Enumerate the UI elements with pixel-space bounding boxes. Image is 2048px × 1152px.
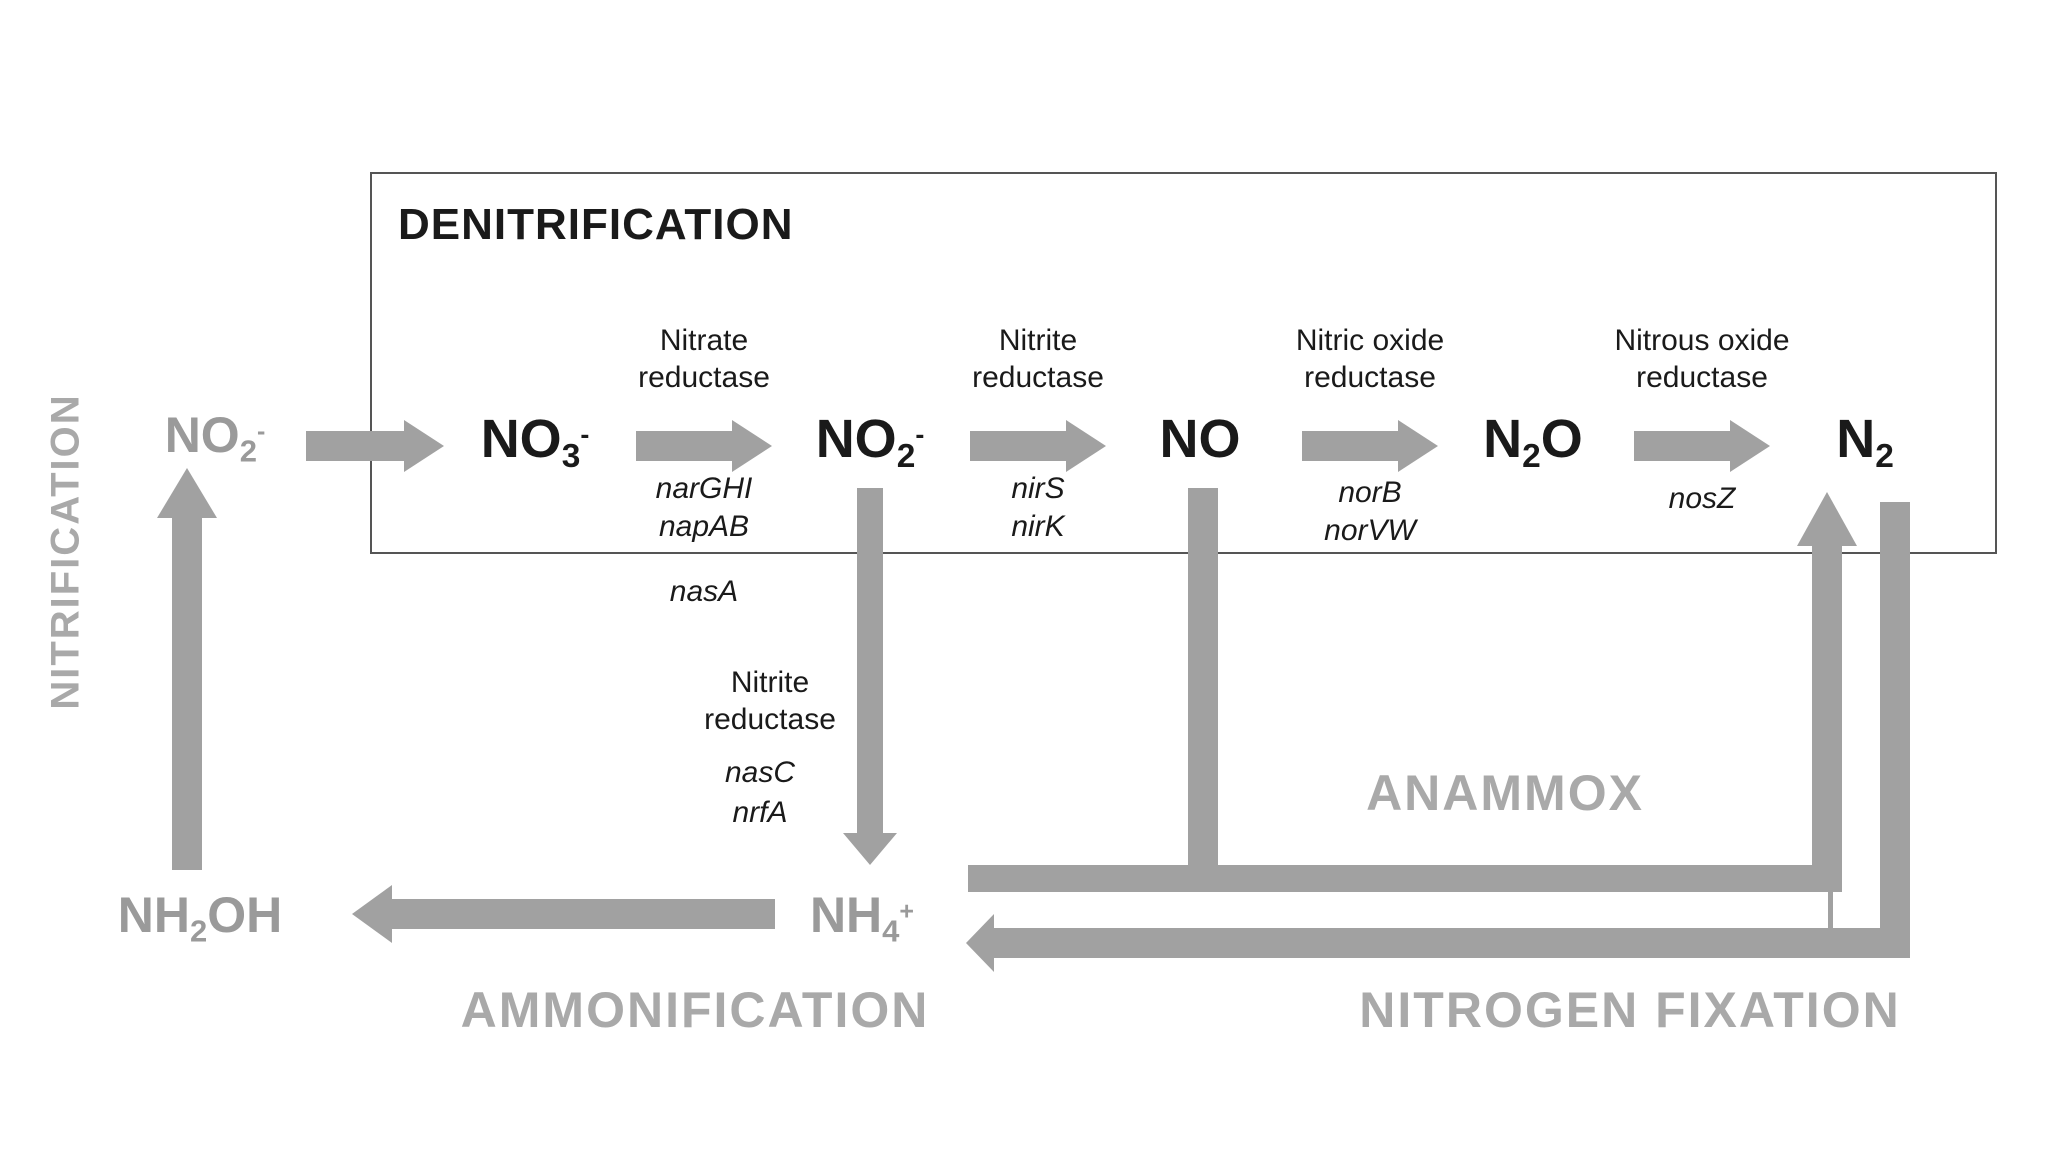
enzyme-nitrite-reductase: Nitrite reductase bbox=[972, 324, 1104, 394]
nitrogen-fixation-shaft bbox=[994, 928, 1910, 958]
species-nitrate: NO3- bbox=[480, 409, 590, 476]
species-dinitrogen: N2 bbox=[1836, 409, 1894, 476]
nitrification-label-text: NITRIFICATION bbox=[43, 392, 88, 710]
enzyme-nitrate-reductase: Nitrate reductase bbox=[638, 324, 770, 394]
anammox-bar bbox=[968, 865, 1842, 892]
denitrification-box bbox=[370, 172, 1997, 554]
arrow-nitrate-to-nitrite-shaft bbox=[636, 431, 732, 461]
species-nitric-oxide: NO bbox=[1159, 409, 1241, 469]
nitrification-arrow-shaft bbox=[172, 516, 202, 870]
gene-nasA: nasA bbox=[669, 575, 739, 608]
enzyme-nitrous-oxide-reductase: Nitrous oxide reductase bbox=[1614, 324, 1790, 394]
dnra-arrow-head bbox=[843, 833, 897, 865]
species-ammonium: NH4+ bbox=[809, 887, 915, 949]
denitrification-title: DENITRIFICATION bbox=[398, 200, 794, 249]
enzyme-nitric-oxide-reductase: Nitric oxide reductase bbox=[1295, 324, 1445, 394]
no-drop-bar bbox=[1188, 488, 1218, 866]
gene-narGHI: narGHI bbox=[655, 472, 753, 505]
arrow-n2o-to-n2-head bbox=[1730, 420, 1770, 472]
arrow-nitrite-gray-to-nitrate-head bbox=[404, 420, 444, 472]
ammonification-arrow-shaft bbox=[392, 899, 775, 929]
arrow-n2o-to-n2-shaft bbox=[1634, 431, 1730, 461]
gene-nirK: nirK bbox=[1011, 510, 1065, 543]
nitrification-arrow-head bbox=[157, 468, 217, 518]
arrow-nitrite-gray-to-nitrate-shaft bbox=[306, 431, 404, 461]
species-nitrite: NO2- bbox=[815, 409, 925, 476]
gene-nosZ: nosZ bbox=[1668, 482, 1736, 515]
arrow-nitrite-to-no-head bbox=[1066, 420, 1106, 472]
arrow-no-to-n2o-head bbox=[1398, 420, 1438, 472]
ammonification-arrow-head bbox=[352, 885, 392, 943]
gene-napAB: napAB bbox=[658, 510, 750, 543]
dnra-arrow-shaft bbox=[857, 488, 883, 833]
species-hydroxylamine: NH2OH bbox=[117, 887, 283, 949]
anammox-label: ANAMMOX bbox=[1366, 765, 1644, 821]
nitrification-label: NITRIFICATION bbox=[28, 388, 104, 714]
arrow-no-to-n2o-shaft bbox=[1302, 431, 1398, 461]
anammox-up-head bbox=[1797, 492, 1857, 546]
arrow-nitrite-to-no-shaft bbox=[970, 431, 1066, 461]
enzyme-nitrite-reductase-dnra: Nitrite reductase bbox=[704, 666, 836, 736]
gene-nasC: nasC bbox=[724, 756, 796, 789]
nitrogen-fixation-down-bar bbox=[1880, 502, 1910, 956]
arrow-nitrate-to-nitrite-head bbox=[732, 420, 772, 472]
species-nitrous-oxide: N2O bbox=[1483, 409, 1583, 476]
gene-nrfA: nrfA bbox=[732, 796, 788, 829]
species-nitrite-gray: NO2- bbox=[164, 407, 266, 469]
nitrogen-fixation-head bbox=[966, 914, 994, 972]
gene-norVW: norVW bbox=[1324, 514, 1416, 547]
anammox-up-shaft bbox=[1812, 544, 1842, 892]
gene-nirS: nirS bbox=[1011, 472, 1065, 505]
nitrogen-fixation-label: NITROGEN FIXATION bbox=[1359, 982, 1901, 1038]
ammonification-label: AMMONIFICATION bbox=[460, 982, 930, 1038]
gene-norB: norB bbox=[1338, 476, 1402, 509]
anammox-junction-tick bbox=[1828, 892, 1833, 928]
